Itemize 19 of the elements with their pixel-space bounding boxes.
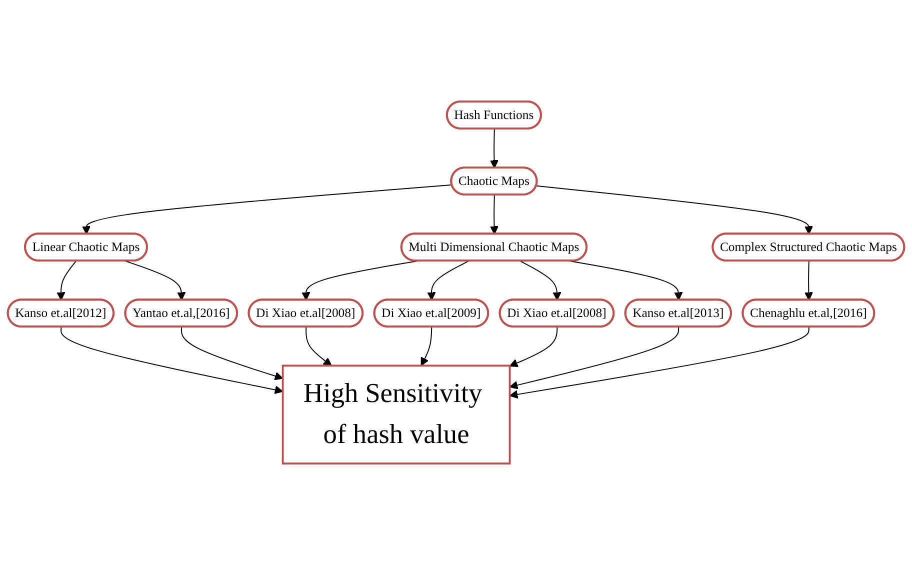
arrow bbox=[82, 184, 453, 234]
arrow bbox=[56, 260, 77, 300]
arrow bbox=[124, 260, 186, 300]
arrow bbox=[509, 326, 558, 368]
arrow bbox=[804, 260, 814, 300]
arrow bbox=[302, 260, 418, 300]
arrow bbox=[509, 326, 680, 390]
arrow bbox=[568, 260, 683, 300]
arrow bbox=[536, 185, 814, 234]
arrow bbox=[181, 326, 284, 380]
arrow bbox=[509, 326, 810, 399]
arrow bbox=[420, 326, 432, 366]
arrow bbox=[306, 326, 332, 366]
arrow bbox=[490, 194, 499, 234]
arrow bbox=[520, 260, 562, 300]
arrow bbox=[60, 326, 284, 394]
node-box: High Sensitivity of hash value bbox=[282, 364, 511, 464]
arrow bbox=[427, 260, 470, 300]
arrow bbox=[490, 128, 499, 168]
